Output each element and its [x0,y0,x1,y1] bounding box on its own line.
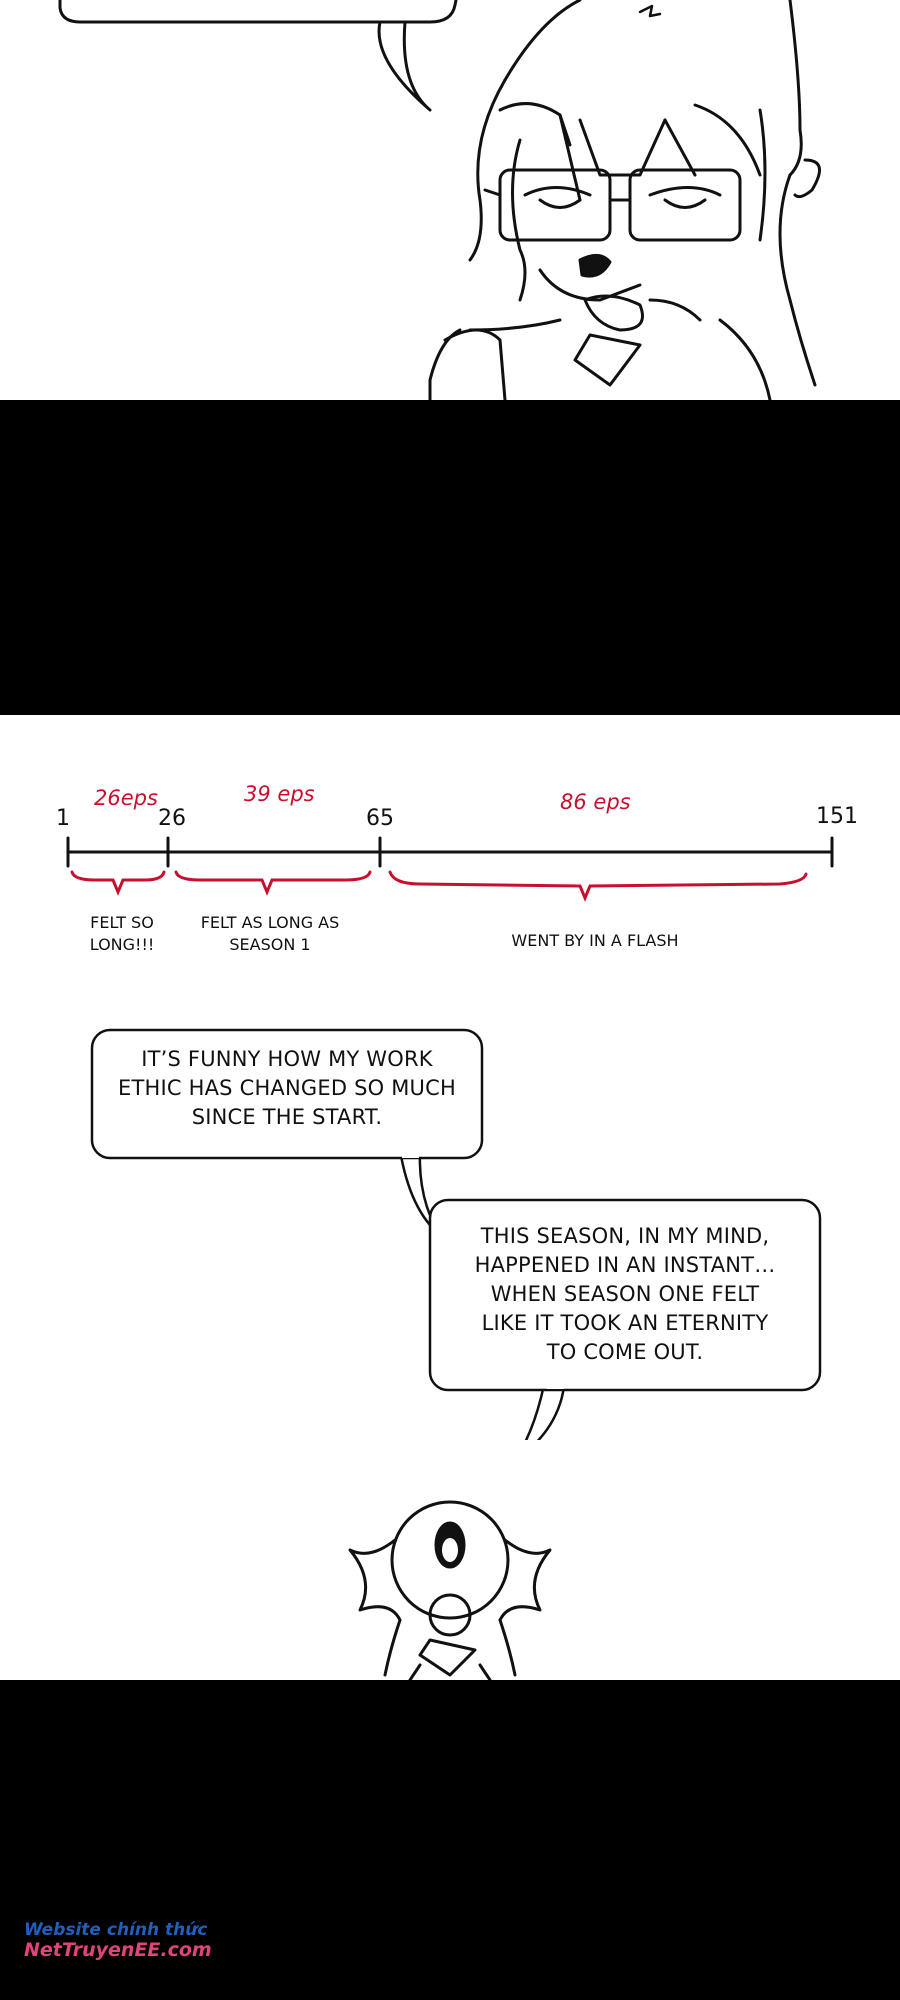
top-panel [0,0,900,402]
site-watermark: Website chính thức NetTruyenEE.com [24,1920,212,1960]
bubble-1-text: IT’S FUNNY HOW MY WORK ETHIC HAS CHANGED… [118,1047,456,1129]
character-with-glasses-illustration [58,0,821,402]
tick-label-26: 26 [158,806,186,831]
watermark-line-1: Website chính thức [24,1920,208,1940]
black-divider-2 [0,1680,900,2000]
bubble-1-outline [90,1028,484,1160]
tick-label-1: 1 [56,806,70,831]
timeline-axis [66,836,834,902]
episode-timeline: 1 26 65 151 26eps 39 eps 86 eps FELT SO … [0,760,900,980]
span-1-caption: FELT SO LONG!!! [89,913,155,954]
tick-label-151: 151 [816,804,858,829]
span-2-eps-label: 39 eps [244,782,315,806]
bracket-span-1 [70,870,166,896]
bubble-2-outline [428,1198,822,1392]
bracket-span-2 [174,870,372,896]
span-1-eps-label: 26eps [94,786,158,810]
span-2-caption: FELT AS LONG AS SEASON 1 [200,913,340,954]
black-divider-1 [0,400,900,715]
chibi-character-illustration [348,1500,552,1680]
bubble-2-text: THIS SEASON, IN MY MIND, HAPPENED IN AN … [474,1224,776,1364]
span-3-eps-label: 86 eps [560,790,631,814]
bubble-2-tail [524,1379,567,1440]
watermark-line-2: NetTruyenEE.com [24,1939,212,1961]
bracket-span-3 [388,870,808,902]
speech-bubbles-outline [90,1028,822,1440]
span-3-caption: WENT BY IN A FLASH [511,931,679,950]
tick-label-65: 65 [366,806,394,831]
